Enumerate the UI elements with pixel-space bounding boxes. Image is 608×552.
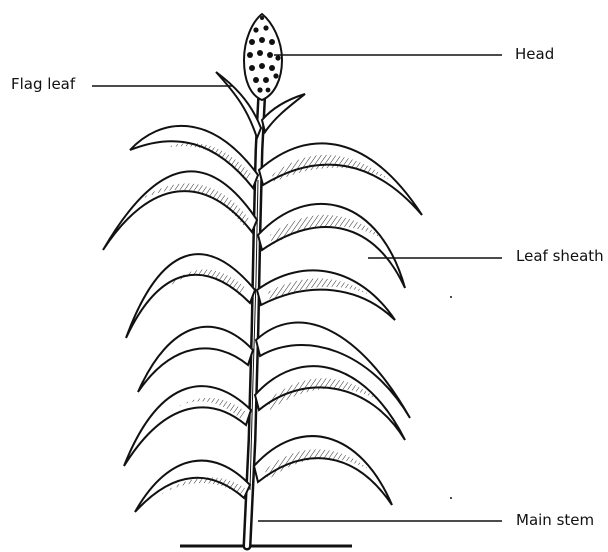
main-stem-label: Main stem <box>516 513 594 528</box>
head-label: Head <box>515 47 554 62</box>
leaf-sheath-label: Leaf sheath <box>516 249 604 264</box>
stray-marks <box>450 296 452 499</box>
flag-leaf-label: Flag leaf <box>11 77 75 92</box>
head-panicle <box>244 14 282 100</box>
leaf-shading <box>140 143 390 495</box>
